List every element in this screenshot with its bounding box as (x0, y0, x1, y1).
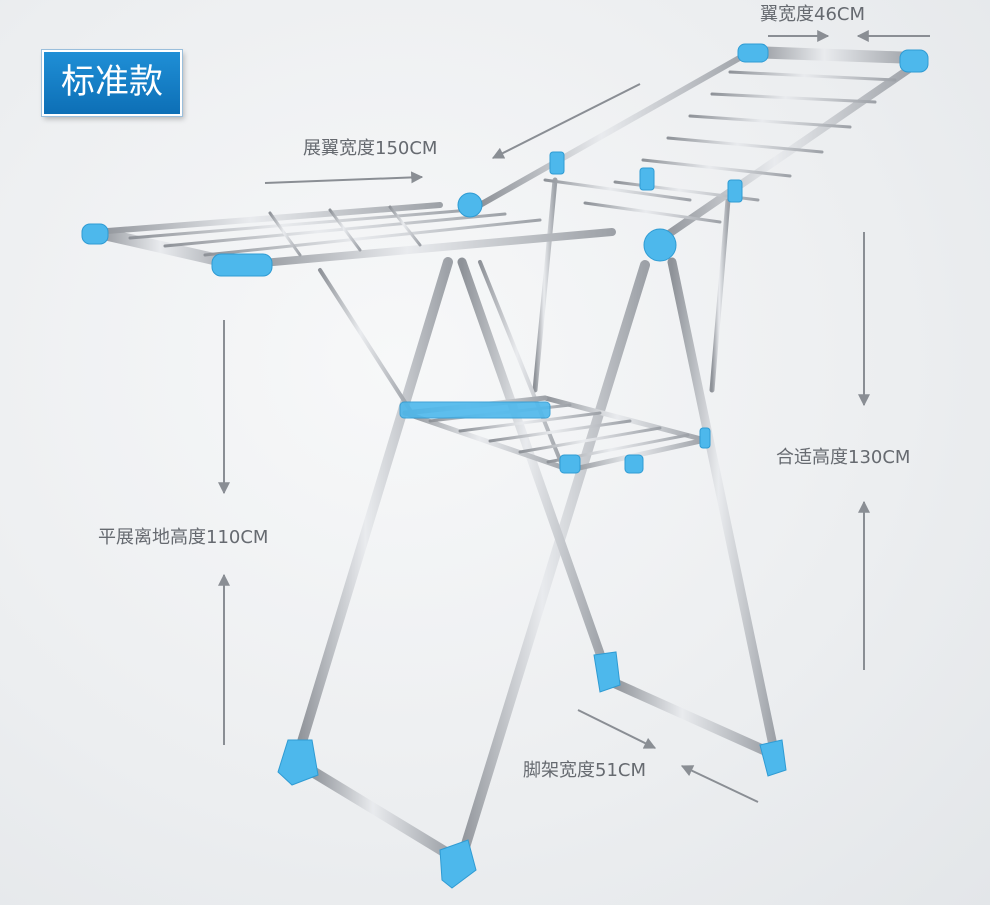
label-foot-width: 脚架宽度51CM (523, 760, 646, 781)
label-span-width: 展翼宽度150CM (303, 138, 437, 159)
blue-fittings (81, 43, 929, 889)
left-wing (89, 202, 616, 271)
rack-legs (293, 177, 780, 875)
label-suitable-height: 合适高度130CM (776, 447, 910, 468)
dimension-arrows (218, 30, 930, 803)
label-flat-height: 平展离地高度110CM (98, 527, 268, 548)
standard-model-badge: 标准款 (42, 50, 182, 116)
label-wing-width: 翼宽度46CM (760, 4, 865, 25)
right-wing (477, 46, 921, 244)
arrow-foot-left (577, 709, 657, 749)
arrow-foot-right (680, 765, 759, 803)
arrow-span-right (491, 83, 641, 159)
arrow-span-left (264, 171, 424, 184)
